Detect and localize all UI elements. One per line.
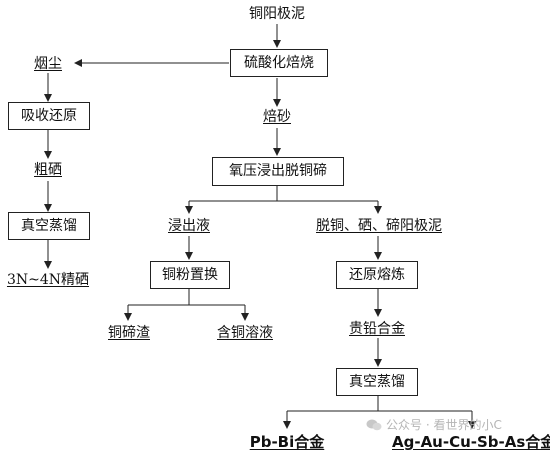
node-absorption-reduction: 吸收还原 xyxy=(8,102,90,130)
node-vacuum-distillation-1: 真空蒸馏 xyxy=(8,212,90,240)
node-oxygen-pressure-leaching: 氧压浸出脱铜碲 xyxy=(212,157,344,186)
node-copper-powder-replacement: 铜粉置换 xyxy=(150,261,230,289)
node-refined-selenium: 3N~4N精硒 xyxy=(6,272,90,288)
node-leach-solution: 浸出液 xyxy=(168,218,210,234)
node-cu-te-slag: 铜碲渣 xyxy=(108,325,150,341)
arrow-leaching-split xyxy=(189,186,378,202)
wechat-icon xyxy=(366,419,382,431)
watermark-text: 公众号 · 看世界的小C xyxy=(386,418,502,432)
node-decu-anode-slime: 脱铜、硒、碲阳极泥 xyxy=(316,218,442,234)
watermark: 公众号 · 看世界的小C xyxy=(366,416,502,433)
node-vacuum-distillation-2: 真空蒸馏 xyxy=(336,368,418,396)
node-precious-lead-alloy: 贵铅合金 xyxy=(349,321,405,337)
node-calcine: 焙砂 xyxy=(263,109,291,125)
arrow-vacuum2-split xyxy=(287,396,472,412)
node-anode-slime: 铜阳极泥 xyxy=(249,6,305,22)
node-crude-selenium: 粗硒 xyxy=(34,162,62,178)
node-flue-dust: 烟尘 xyxy=(34,56,62,72)
arrow-replacement-split xyxy=(128,288,245,306)
node-reduction-smelting: 还原熔炼 xyxy=(336,261,418,289)
node-sulfation-roasting: 硫酸化焙烧 xyxy=(230,49,328,77)
node-pb-bi-alloy: Pb-Bi合金 xyxy=(249,433,325,451)
node-cu-bearing-solution: 含铜溶液 xyxy=(217,325,273,341)
node-ag-au-alloy: Ag-Au-Cu-Sb-As合金 xyxy=(392,433,550,451)
